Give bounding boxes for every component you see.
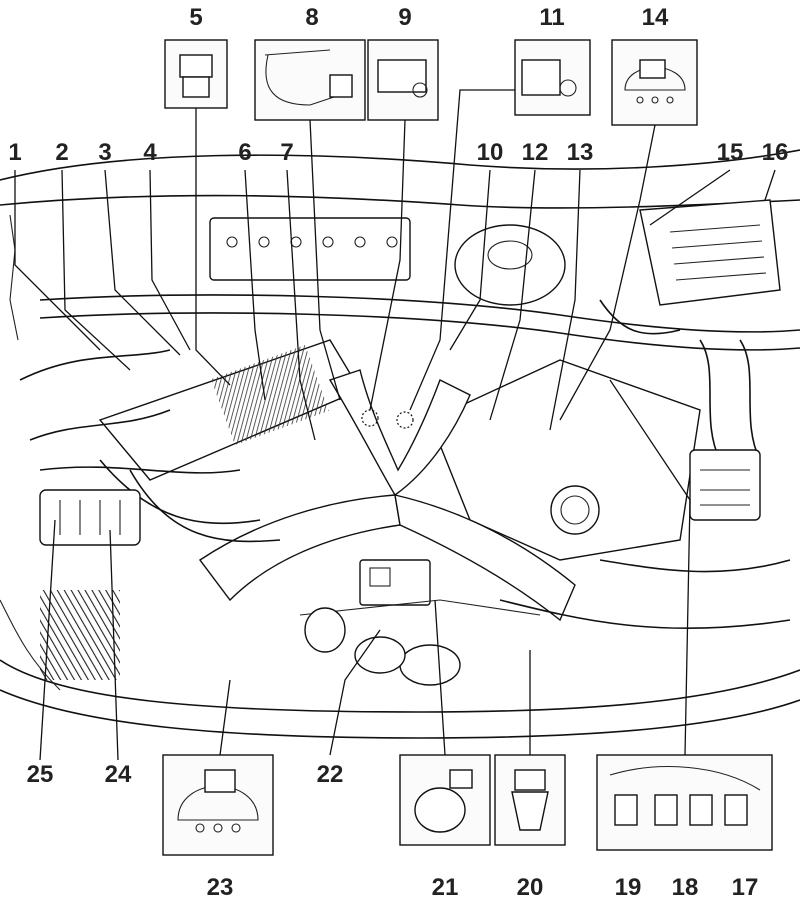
callout-12: 12 [522,139,549,166]
air-filter-box [639,199,781,306]
engine-bay-illustration [0,149,800,739]
callout-19: 19 [615,874,642,901]
callout-16: 16 [762,139,789,166]
right-harness-connectors [689,449,761,521]
callout-1: 1 [8,139,21,166]
battery [209,217,411,281]
detail-box-17-19 [596,754,773,851]
callout-6: 6 [238,139,251,166]
ribbed-air-duct [40,590,120,680]
callout-18: 18 [672,874,699,901]
detail-box-14 [611,39,698,126]
oil-filler-cap [550,485,600,535]
detail-box-20 [494,754,566,846]
callout-11: 11 [539,4,564,31]
callout-15: 15 [717,139,744,166]
callout-20: 20 [517,874,544,901]
detail-box-11 [514,39,591,116]
intake-right-duct [394,494,576,622]
callout-10: 10 [477,139,504,166]
callout-21: 21 [432,874,459,901]
detail-box-21 [399,754,491,846]
callout-9: 9 [398,4,411,31]
callout-24: 24 [105,761,132,788]
callout-4: 4 [143,139,157,166]
callout-3: 3 [98,139,111,166]
intake-y-pipe [328,369,471,497]
callout-8: 8 [305,4,318,31]
detail-box-23 [162,754,274,856]
callout-13: 13 [567,139,594,166]
callout-23: 23 [207,874,234,901]
battery-terminals [226,236,398,248]
left-sensor-cluster [39,489,141,546]
coolant-reservoir [454,224,566,306]
detail-box-9 [367,39,439,121]
callout-labels: 1 2 3 4 5 6 7 8 9 10 11 12 13 14 15 16 1… [8,4,788,901]
detail-box-5 [164,39,228,109]
callout-7: 7 [280,139,293,166]
callout-22: 22 [317,761,344,788]
callout-14: 14 [642,4,669,31]
callout-17: 17 [732,874,759,901]
callout-2: 2 [55,139,68,166]
detail-box-8 [254,39,366,121]
leader-lines [14,89,776,761]
callout-5: 5 [189,4,202,31]
callout-25: 25 [27,761,54,788]
